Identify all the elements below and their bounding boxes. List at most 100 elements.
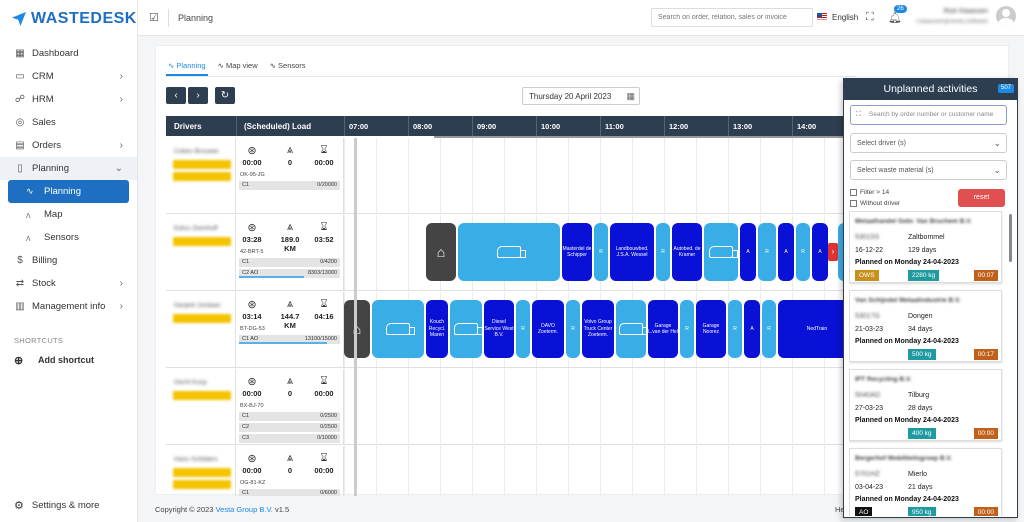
refresh-button[interactable]: ↻: [215, 87, 235, 104]
panel-scrollbar[interactable]: [1009, 214, 1012, 262]
timeline[interactable]: [344, 369, 856, 444]
vertical-scrollbar[interactable]: [354, 138, 357, 496]
driver-cell[interactable]: Gerrit Kooy: [166, 369, 236, 444]
checkbox[interactable]: [850, 189, 857, 196]
filter-checkbox[interactable]: Filter > 14: [850, 189, 889, 196]
without-driver-checkbox[interactable]: Without driver: [850, 200, 900, 207]
activity-block[interactable]: R: [762, 300, 776, 358]
activity-block[interactable]: Kouch Recycl. Maren: [426, 300, 448, 358]
activity-block[interactable]: Garage Noorez: [696, 300, 726, 358]
activity-card[interactable]: Bergerhof Mobiliteitsgroep B.V. 5701HZ M…: [849, 448, 1002, 516]
activity-block[interactable]: R: [516, 300, 530, 358]
activity-block[interactable]: R: [728, 300, 742, 358]
hour-label: 09:00: [477, 122, 497, 131]
activity-block[interactable]: Garage L.van der Hel: [648, 300, 678, 358]
activity-block[interactable]: Volvo Group Truck Center Zoeterm.: [582, 300, 614, 358]
date-value: Thursday 20 April 2023: [529, 92, 612, 101]
activity-label: Garage Noorez: [702, 322, 720, 336]
activity-card[interactable]: IPT Recycling B.V. 5040AD Tilburg 27-03-…: [849, 369, 1002, 441]
activity-block[interactable]: DAVO Zoeterm.: [532, 300, 564, 358]
sidebar-item-orders[interactable]: ▤Orders›: [0, 134, 137, 157]
us-flag-icon[interactable]: [817, 13, 827, 20]
checkbox[interactable]: [850, 200, 857, 207]
add-shortcut-button[interactable]: ⊕Add shortcut: [0, 348, 137, 372]
tab-map-view[interactable]: ∿ Map view: [216, 58, 260, 76]
activity-block[interactable]: A: [740, 223, 756, 281]
sidebar-item-dashboard[interactable]: ▦Dashboard: [0, 42, 137, 65]
activity-block[interactable]: Landbouwbed. J.S.A. Wessel: [610, 223, 654, 281]
activity-block[interactable]: R: [656, 223, 670, 281]
fullscreen-icon[interactable]: ⛶: [866, 11, 874, 23]
depot-block[interactable]: ⌂: [344, 300, 370, 358]
activity-block[interactable]: A: [812, 223, 828, 281]
order-search-input[interactable]: ⛶Search by order number or customer name: [850, 105, 1007, 125]
timeline[interactable]: ⌂ Kouch Recycl. Maren Diesel Service Wes…: [344, 292, 856, 367]
activity-card[interactable]: Metaalhandel Gebr. Van Bruchem B.V. 5301…: [849, 211, 1002, 283]
waste-material-select[interactable]: Select waste material (s)⌄: [850, 160, 1007, 180]
emptying-block[interactable]: [458, 223, 560, 281]
sidebar-item-label: Planning: [32, 163, 69, 174]
driver-cell[interactable]: Hans Schilders: [166, 446, 236, 496]
license-plate: [173, 480, 231, 489]
license-plate: [173, 172, 231, 181]
planning-icon: ▯: [17, 163, 23, 174]
settings-more-button[interactable]: ⚙Settings & more: [14, 499, 99, 512]
activity-block[interactable]: R: [566, 300, 580, 358]
emptying-block[interactable]: [450, 300, 482, 358]
date-picker[interactable]: Thursday 20 April 2023▦: [522, 87, 640, 105]
activity-block[interactable]: R: [758, 223, 776, 281]
sidebar-item-management-info[interactable]: ▥Management info›: [0, 295, 137, 318]
global-search-input[interactable]: [651, 8, 813, 27]
expand-arrow-button[interactable]: ›: [828, 243, 838, 261]
logo[interactable]: WASTEDESK: [0, 0, 137, 38]
activity-block[interactable]: A: [778, 223, 794, 281]
sidebar-item-stock[interactable]: ⇄Stock›: [0, 272, 137, 295]
driver-cell[interactable]: Eelco Zeenhoff: [166, 215, 236, 290]
activity-block[interactable]: Autobed. de Kramer: [672, 223, 702, 281]
checkbox-square-icon[interactable]: ☑: [149, 12, 159, 24]
timeline[interactable]: [344, 446, 856, 496]
activity-block[interactable]: Masterdel de Schipper: [562, 223, 592, 281]
sidebar-subitem-planning[interactable]: ∿Planning: [8, 180, 129, 203]
activity-block[interactable]: R: [594, 223, 608, 281]
activity-block[interactable]: Diesel Service West B.V.: [484, 300, 514, 358]
timeline[interactable]: [344, 138, 856, 213]
timeline[interactable]: ⌂ Masterdel de Schipper R Landbouwbed. J…: [344, 215, 856, 290]
block-label: R: [733, 325, 737, 332]
activity-block[interactable]: R: [680, 300, 694, 358]
compartment-fill: [239, 276, 304, 278]
driver-select[interactable]: Select driver (s)⌄: [850, 133, 1007, 153]
duration-tag: 00:17: [973, 349, 998, 360]
emptying-block[interactable]: [372, 300, 424, 358]
previous-day-button[interactable]: ‹: [166, 87, 186, 104]
language-selector[interactable]: English: [832, 13, 859, 22]
sidebar-item-billing[interactable]: $Billing: [0, 249, 137, 272]
emptying-block[interactable]: [616, 300, 646, 358]
sidebar-item-planning[interactable]: ▯Planning⌄: [0, 157, 137, 180]
chevron-down-icon: ⌄: [993, 165, 1001, 175]
sidebar-item-hrm[interactable]: ☍HRM›: [0, 88, 137, 111]
sidebar-item-crm[interactable]: ▭CRM›: [0, 65, 137, 88]
driver-name: Gerrit Kooy: [174, 379, 207, 386]
refresh-icon: ↻: [220, 90, 230, 101]
tab-sensors[interactable]: ∿ Sensors: [268, 58, 308, 76]
activity-block[interactable]: R: [796, 223, 810, 281]
driver-cell[interactable]: Cobes Brouwer: [166, 138, 236, 213]
next-day-button[interactable]: ›: [188, 87, 208, 104]
horizontal-scrollbar[interactable]: [434, 136, 854, 138]
company-link[interactable]: Vesta Group B.V.: [215, 505, 273, 514]
activity-block[interactable]: A: [744, 300, 760, 358]
user-name[interactable]: Rick Klaassen: [943, 8, 988, 15]
tab-planning[interactable]: ∿ Planning: [166, 58, 208, 76]
emptying-block[interactable]: [704, 223, 738, 281]
depot-block[interactable]: ⌂: [426, 223, 456, 281]
driver-cell[interactable]: Gerjeet Jordaan: [166, 292, 236, 367]
reset-button[interactable]: reset: [958, 189, 1005, 207]
avatar[interactable]: [996, 6, 1016, 26]
sidebar-item-sales[interactable]: ◎Sales: [0, 111, 137, 134]
bell-icon[interactable]: 🔔︎: [888, 12, 902, 24]
activity-card[interactable]: Van Schijndel Metaalindustrie B.V. 53017…: [849, 290, 1002, 362]
